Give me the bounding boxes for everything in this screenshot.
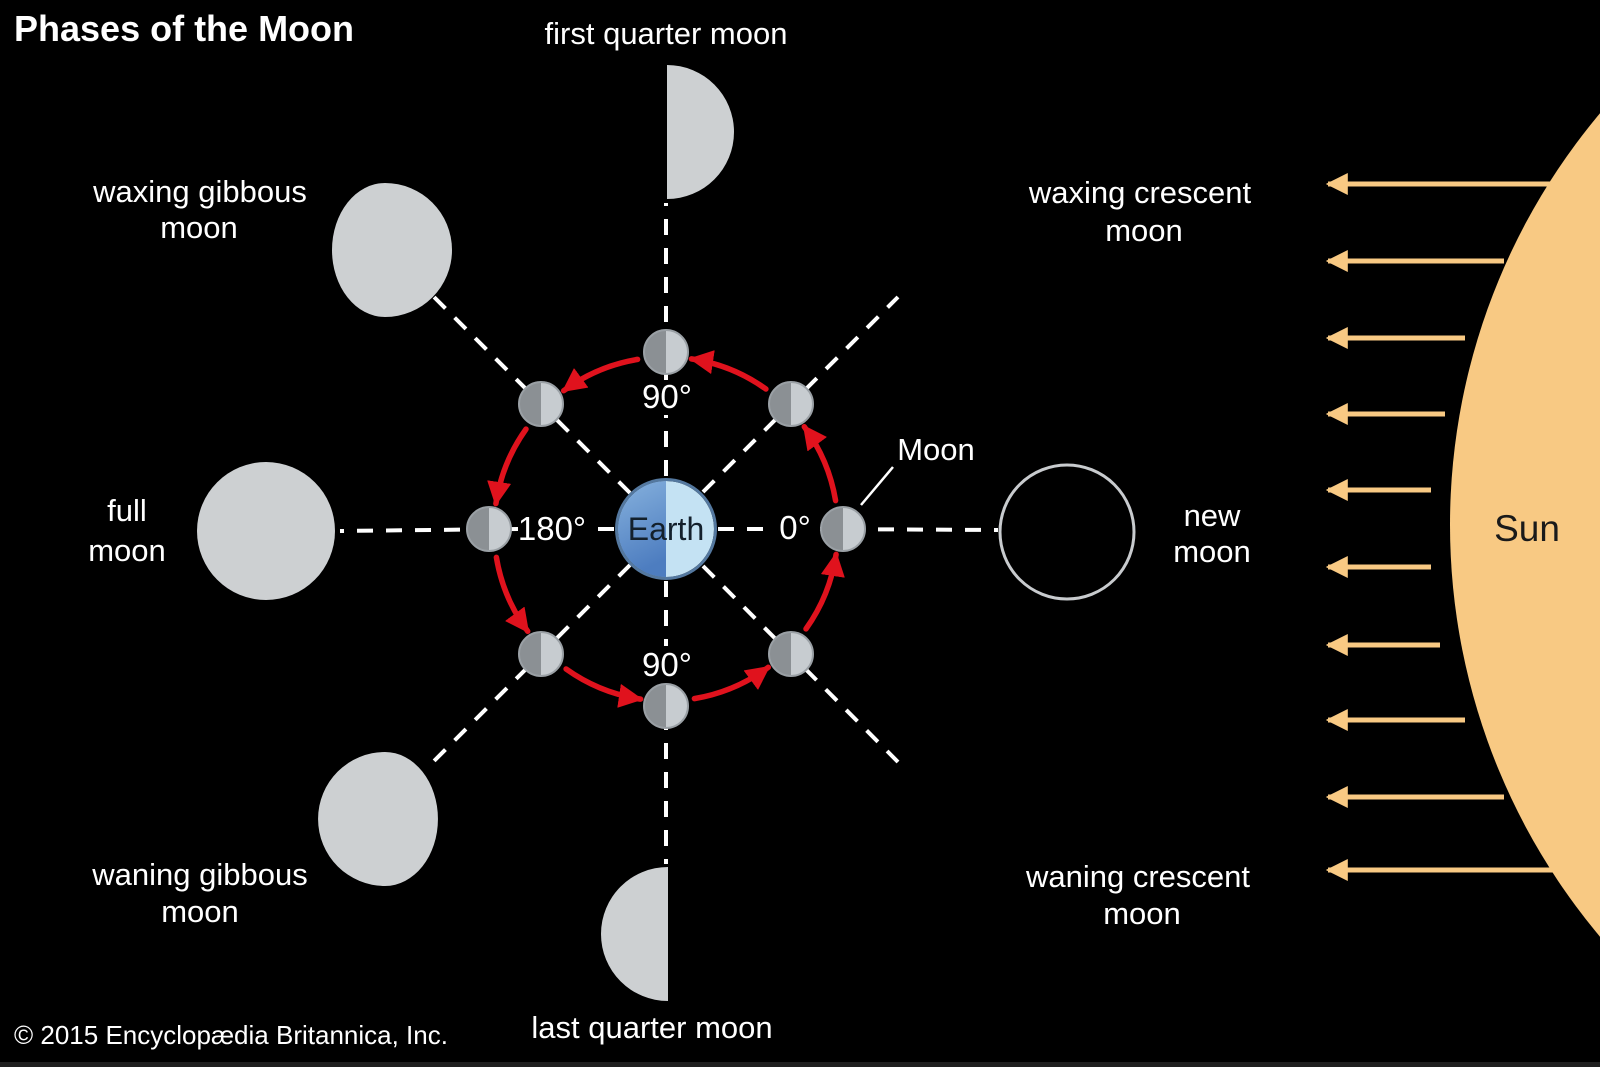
- waxing-gibbous-label-line2: moon: [160, 210, 238, 245]
- dashed-line-southwest: [431, 563, 632, 764]
- angle-label-top: 90°: [642, 378, 692, 415]
- orbit-arrow: [803, 551, 845, 632]
- orbit-arrow: [563, 666, 644, 708]
- orbit-arrow: [801, 423, 839, 504]
- first-quarter-moon-shape: [667, 65, 734, 199]
- full-moon-label-line2: moon: [88, 533, 166, 568]
- last-quarter-moon-shape: [601, 867, 668, 1001]
- page-title: Phases of the Moon: [14, 8, 354, 49]
- dashed-line-northwest: [431, 294, 632, 495]
- first-quarter-label: first quarter moon: [545, 16, 788, 51]
- sun: Sun: [1450, 113, 1600, 937]
- new-moon-shape: [998, 463, 1136, 601]
- inner-moons: [466, 329, 866, 729]
- inner-moon-180deg: [466, 506, 512, 552]
- last-quarter-label: last quarter moon: [531, 1010, 772, 1045]
- sun-disc: [1450, 113, 1600, 937]
- angle-label-bottom: 90°: [642, 646, 692, 683]
- waxing-gibbous-moon-shape: [332, 183, 452, 317]
- orbit-arrow: [560, 356, 641, 394]
- waning-crescent-label-line2: moon: [1103, 896, 1181, 931]
- bottom-edge-strip: [0, 1062, 1600, 1067]
- inner-moon-225deg: [518, 631, 564, 677]
- orbit-angle-labels: 90° 0° 90° 180°: [518, 378, 811, 683]
- phase-labels: first quarter moon waxing crescent moon …: [88, 16, 1251, 1045]
- orbit-arrow: [493, 554, 531, 635]
- moon-callout-label: Moon: [897, 432, 975, 467]
- earth-rim: [615, 478, 717, 580]
- inner-moon-45deg: [768, 381, 814, 427]
- orbit-arrow: [688, 350, 769, 392]
- waxing-gibbous-label-line1: waxing gibbous: [92, 174, 307, 209]
- inner-moon-315deg: [768, 631, 814, 677]
- sun-label: Sun: [1494, 508, 1560, 549]
- inner-moon-270deg: [643, 683, 689, 729]
- full-moon-shape: [197, 462, 335, 600]
- outer-phases: [197, 65, 1136, 1001]
- waxing-crescent-label-line1: waxing crescent: [1028, 175, 1252, 210]
- new-moon-label-line2: moon: [1173, 534, 1251, 569]
- waning-gibbous-moon-shape: [318, 752, 438, 886]
- inner-moon-135deg: [518, 381, 564, 427]
- waning-crescent-label-line1: waning crescent: [1025, 859, 1250, 894]
- copyright-notice: © 2015 Encyclopædia Britannica, Inc.: [14, 1020, 448, 1050]
- earth-night-side: [618, 481, 666, 577]
- full-moon-label-line1: full: [107, 493, 147, 528]
- waxing-crescent-label-line2: moon: [1105, 213, 1183, 248]
- orbit-direction-arrows: [487, 350, 845, 708]
- earth: Earth: [615, 478, 717, 580]
- inner-moon-0deg: [820, 506, 866, 552]
- waning-gibbous-label-line1: waning gibbous: [91, 857, 307, 892]
- new-moon-label-line1: new: [1184, 498, 1241, 533]
- angle-label-right: 0°: [779, 509, 811, 546]
- waning-gibbous-label-line2: moon: [161, 894, 239, 929]
- orbit-arrow: [487, 426, 529, 507]
- inner-moon-90deg: [643, 329, 689, 375]
- angle-label-left: 180°: [518, 510, 586, 547]
- moon-callout: Moon: [860, 432, 975, 506]
- orbit-arrow: [691, 664, 772, 702]
- sunlight-rays: [1325, 172, 1560, 882]
- moon-callout-line: [860, 466, 894, 506]
- earth-label: Earth: [628, 511, 704, 547]
